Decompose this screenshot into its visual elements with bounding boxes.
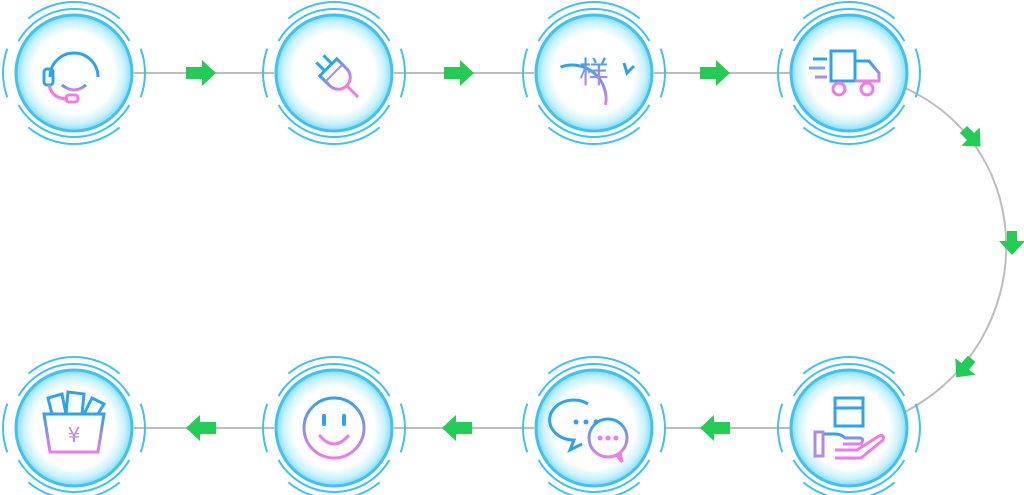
outer-arc xyxy=(802,356,896,375)
sample-glyph: 样 xyxy=(579,56,609,91)
mid-arc xyxy=(277,8,391,42)
headset-icon xyxy=(42,51,100,104)
outer-arc xyxy=(659,48,666,98)
outer-arc xyxy=(287,1,381,20)
outer-arc xyxy=(262,403,269,453)
smiley-face-icon xyxy=(302,396,366,460)
step-node-7 xyxy=(262,356,406,495)
delivery-truck-icon xyxy=(809,49,881,97)
arrow-curve-1 xyxy=(959,125,981,147)
outer-arc xyxy=(547,1,641,20)
node-ring xyxy=(789,13,909,133)
outer-arc xyxy=(802,481,896,495)
outer-arc xyxy=(2,403,9,453)
outer-arc xyxy=(659,403,666,453)
mid-arc xyxy=(792,459,906,493)
mid-arc xyxy=(537,363,651,397)
step-node-1 xyxy=(2,1,146,145)
arrows xyxy=(186,60,1024,441)
step-node-5 xyxy=(777,356,921,495)
outer-arc xyxy=(522,403,529,453)
mid-arc xyxy=(277,104,391,138)
mid-arc xyxy=(17,459,131,493)
payment-basket-icon: ¥ xyxy=(42,390,107,454)
node-ring xyxy=(789,368,909,488)
outer-arc xyxy=(802,1,896,20)
step-node-6 xyxy=(522,356,666,495)
node-ring xyxy=(14,368,134,488)
outer-arc xyxy=(287,356,381,375)
outer-arc xyxy=(139,48,146,98)
mid-arc xyxy=(792,363,906,397)
chat-bubbles-icon xyxy=(548,398,629,463)
mid-arc xyxy=(792,104,906,138)
mid-arc xyxy=(277,459,391,493)
mid-arc xyxy=(792,8,906,42)
plug-icon xyxy=(315,54,360,99)
step-node-3: 样 xyxy=(522,1,666,145)
mid-arc xyxy=(17,363,131,397)
mid-arc xyxy=(17,104,131,138)
outer-arc xyxy=(139,403,146,453)
step-node-8: ¥ xyxy=(2,356,146,495)
outer-arc xyxy=(777,403,784,453)
outer-arc xyxy=(547,126,641,145)
step-node-4 xyxy=(777,1,921,145)
arrow-left-3 xyxy=(186,415,216,441)
arrow-left-2 xyxy=(442,415,472,441)
mid-arc xyxy=(537,459,651,493)
node-ring xyxy=(14,13,134,133)
arrow-right-3 xyxy=(700,60,730,86)
outer-arc xyxy=(547,481,641,495)
node-ring xyxy=(274,368,394,488)
outer-arc xyxy=(547,356,641,375)
step-node-2 xyxy=(262,1,406,145)
outer-arc xyxy=(27,1,121,20)
outer-arc xyxy=(399,403,406,453)
outer-arc xyxy=(2,48,9,98)
outer-arc xyxy=(522,48,529,98)
outer-arc xyxy=(27,481,121,495)
mid-arc xyxy=(537,104,651,138)
outer-arc xyxy=(287,126,381,145)
package-in-hand-icon xyxy=(813,396,885,460)
arrow-right-2 xyxy=(444,60,474,86)
outer-arc xyxy=(287,481,381,495)
outer-arc xyxy=(27,126,121,145)
sample-icon: 样 xyxy=(559,56,636,106)
arrow-curve-3 xyxy=(955,355,976,378)
arrow-right-1 xyxy=(186,60,216,86)
step-nodes: 样¥ xyxy=(2,1,921,495)
outer-arc xyxy=(262,48,269,98)
outer-arc xyxy=(914,403,921,453)
mid-arc xyxy=(17,8,131,42)
arrow-left-1 xyxy=(700,415,730,441)
outer-arc xyxy=(27,356,121,375)
yuan-glyph: ¥ xyxy=(68,423,81,447)
outer-arc xyxy=(914,48,921,98)
mid-arc xyxy=(537,8,651,42)
arrow-curve-2 xyxy=(999,231,1024,255)
outer-arc xyxy=(802,126,896,145)
outer-arc xyxy=(777,48,784,98)
mid-arc xyxy=(277,363,391,397)
outer-arc xyxy=(399,48,406,98)
